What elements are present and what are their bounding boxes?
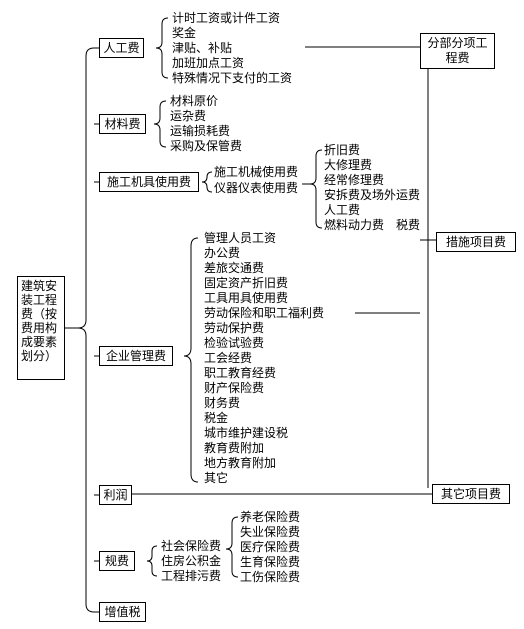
labor-item: 加班加点工资 <box>172 56 245 70</box>
material-brace <box>153 100 167 148</box>
category-labor: 人工费 <box>99 38 144 58</box>
insurance-item: 生育保险费 <box>240 555 301 569</box>
management-item: 检验试验费 <box>204 336 265 350</box>
management-item: 地方教育附加 <box>204 456 277 470</box>
management-item: 办公费 <box>204 246 241 260</box>
category-material: 材料费 <box>99 114 146 134</box>
fees-item: 社会保险费 <box>161 539 222 553</box>
management-item: 教育费附加 <box>204 441 265 455</box>
material-item: 运杂费 <box>170 109 207 123</box>
management-item: 工具用具使用费 <box>204 291 289 305</box>
management-item: 其它 <box>204 471 229 485</box>
category-vat: 增值税 <box>99 602 146 622</box>
machinery-brace <box>201 171 213 193</box>
subdivision-cost-box: 分部分项工程费 <box>420 33 495 69</box>
machine-cost-item: 折旧费 <box>324 143 361 157</box>
machine-cost-item: 燃料动力费 税费 <box>324 218 421 232</box>
measures-cost-box: 措施项目费 <box>436 232 516 252</box>
fees-brace <box>146 545 158 577</box>
other-items-cost-box: 其它项目费 <box>432 484 510 504</box>
insurance-item: 医疗保险费 <box>240 540 301 554</box>
material-item: 采购及保管费 <box>170 139 243 153</box>
labor-item: 津贴、补贴 <box>172 41 233 55</box>
management-item: 差旅交通费 <box>204 261 265 275</box>
management-brace <box>183 237 199 483</box>
machine-cost-item: 经常修理费 <box>324 173 385 187</box>
insurance-item: 失业保险费 <box>240 525 301 539</box>
machinery-item: 仪器仪表使用费 <box>214 181 299 195</box>
labor-brace <box>155 17 169 79</box>
fees-item: 住房公积金 <box>161 554 222 568</box>
machine-cost-item: 安拆费及场外运费 <box>324 188 421 202</box>
labor-item: 计时工资或计件工资 <box>172 11 281 25</box>
management-item: 税金 <box>204 411 229 425</box>
management-item: 职工教育经费 <box>204 366 277 380</box>
material-item: 运输损耗费 <box>170 124 231 138</box>
management-item: 财务费 <box>204 396 241 410</box>
insurance-brace <box>225 516 239 578</box>
management-item: 财产保险费 <box>204 381 265 395</box>
root-node: 建筑安装工程费（按费用构成要素划分） <box>17 276 65 380</box>
material-item: 材料原价 <box>170 94 219 108</box>
management-item: 固定资产折旧费 <box>204 276 289 290</box>
main-brace <box>77 47 95 613</box>
category-management: 企业管理费 <box>99 346 173 366</box>
management-item: 管理人员工资 <box>204 231 277 245</box>
machine-cost-item: 大修理费 <box>324 158 373 172</box>
machine-cost-item: 人工费 <box>324 203 361 217</box>
management-item: 劳动保险和职工福利费 <box>204 306 325 320</box>
management-item: 劳动保护费 <box>204 321 265 335</box>
insurance-item: 工伤保险费 <box>240 570 301 584</box>
machinery-item: 施工机械使用费 <box>214 165 299 179</box>
category-machinery: 施工机具使用费 <box>99 172 199 192</box>
fees-item: 工程排污费 <box>161 569 222 583</box>
management-item: 城市维护建设税 <box>204 426 289 440</box>
machine-cost-brace <box>309 149 323 229</box>
insurance-item: 养老保险费 <box>240 510 301 524</box>
management-item: 工会经费 <box>204 351 253 365</box>
category-fees: 规费 <box>99 551 135 571</box>
category-profit: 利润 <box>99 485 132 505</box>
labor-item: 奖金 <box>172 26 197 40</box>
labor-item: 特殊情况下支付的工资 <box>172 71 293 85</box>
